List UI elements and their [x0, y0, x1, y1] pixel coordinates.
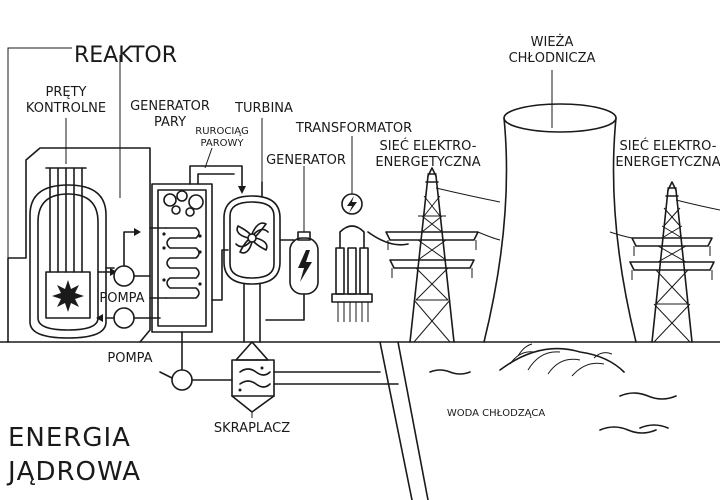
label-steam-generator-1: GENERATOR — [130, 99, 210, 114]
label-turbine: TURBINA — [234, 101, 293, 116]
label-control-rods-1: PRĘTY — [46, 85, 87, 100]
cooling-tower — [483, 70, 637, 377]
label-steam-generator-2: PARY — [154, 115, 186, 130]
label-steam-pipe-1: RUROCIĄG — [195, 126, 248, 137]
condenser — [231, 341, 399, 418]
cooling-water-basin — [379, 341, 677, 500]
steam-generator — [149, 183, 213, 333]
title-line-2: JĄDROWA — [6, 457, 141, 487]
reactor-vessel — [29, 118, 107, 339]
label-cooling-tower-1: WIEŻA — [531, 34, 574, 50]
label-grid-left-2: ENERGETYCZNA — [375, 155, 480, 170]
transformer — [331, 136, 409, 322]
primary-pump-upper — [113, 265, 135, 287]
lightning-bolt-icon — [298, 250, 312, 282]
label-transformer: TRANSFORMATOR — [295, 121, 412, 136]
turbine-fan-icon — [235, 222, 269, 254]
label-pump-secondary: POMPA — [107, 351, 152, 366]
secondary-pump — [159, 331, 233, 391]
label-generator: GENERATOR — [266, 153, 346, 168]
label-cooling-water: WODA CHŁODZĄCA — [447, 408, 545, 419]
title-line-1: ENERGIA — [8, 423, 131, 453]
transmission-tower-left — [385, 167, 501, 343]
label-control-rods-2: KONTROLNE — [26, 101, 106, 116]
label-grid-right-2: ENERGETYCZNA — [615, 155, 720, 170]
primary-pump-lower — [113, 307, 135, 329]
label-steam-pipe-2: PAROWY — [200, 138, 244, 149]
label-pump-primary: POMPA — [99, 291, 144, 306]
turbine — [223, 118, 295, 343]
fission-burst-icon — [52, 280, 84, 312]
label-condenser: SKRAPLACZ — [214, 421, 290, 436]
transmission-tower-right — [609, 181, 720, 343]
label-grid-left-1: SIEĆ ELEKTRO- — [380, 138, 477, 154]
steam-pipe — [189, 147, 246, 301]
primary-loop — [96, 228, 161, 329]
reactor-building — [7, 47, 151, 343]
control-rods — [45, 167, 87, 273]
label-grid-right-1: SIEĆ ELEKTRO- — [620, 138, 717, 154]
labels: REAKTOR PRĘTY KONTROLNE GENERATOR PARY R… — [6, 34, 720, 487]
label-reactor: REAKTOR — [74, 43, 177, 68]
label-cooling-tower-2: CHŁODNICZA — [509, 51, 596, 66]
generator — [265, 166, 319, 321]
